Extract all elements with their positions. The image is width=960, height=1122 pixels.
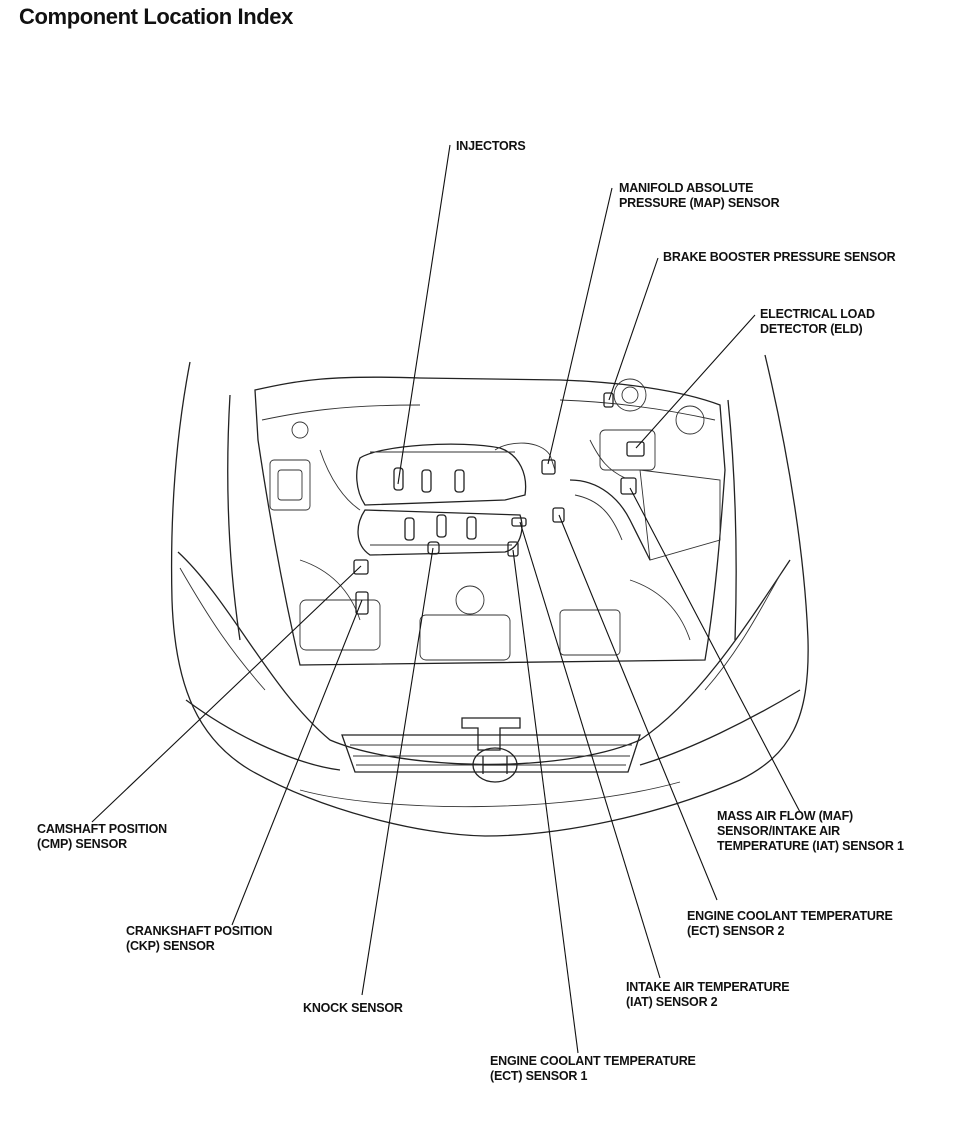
cmp-sensor-marker bbox=[353, 559, 369, 575]
ckp-sensor-marker bbox=[355, 591, 369, 615]
ect-sensor-2-marker bbox=[552, 507, 565, 523]
injector-group bbox=[393, 467, 477, 541]
leader-ect1 bbox=[512, 549, 579, 1054]
injector-2 bbox=[421, 469, 432, 493]
injector-4 bbox=[404, 517, 415, 541]
page-title: Component Location Index bbox=[19, 4, 293, 29]
label-mass-air-flow-sensor: MASS AIR FLOW (MAF) SENSOR/INTAKE AIR TE… bbox=[717, 809, 904, 853]
engine-compartment bbox=[254, 376, 726, 666]
leader-cmp bbox=[91, 565, 362, 823]
eld-marker bbox=[626, 441, 645, 457]
leader-injectors bbox=[397, 144, 451, 485]
iat-sensor-2-marker bbox=[511, 517, 527, 527]
label-map-sensor: MANIFOLD ABSOLUTE PRESSURE (MAP) SENSOR bbox=[619, 181, 780, 210]
car-body-outline bbox=[170, 354, 809, 837]
ect-sensor-1-marker bbox=[507, 541, 519, 557]
label-injectors: INJECTORS bbox=[456, 139, 526, 153]
injector-5 bbox=[436, 514, 447, 538]
leader-knock bbox=[361, 547, 434, 996]
label-electrical-load-detector: ELECTRICAL LOAD DETECTOR (ELD) bbox=[760, 307, 875, 336]
injector-3 bbox=[454, 469, 465, 493]
injector-1 bbox=[393, 467, 404, 491]
label-camshaft-position-sensor: CAMSHAFT POSITION (CMP) SENSOR bbox=[37, 822, 167, 851]
leader-ect2 bbox=[558, 514, 718, 901]
intake-manifold bbox=[356, 442, 556, 556]
label-ect-sensor-2: ENGINE COOLANT TEMPERATURE (ECT) SENSOR … bbox=[687, 909, 893, 938]
leader-eld bbox=[635, 314, 756, 449]
leader-maf bbox=[629, 487, 801, 813]
leader-iat2 bbox=[519, 521, 661, 979]
front-grille bbox=[341, 717, 641, 783]
injector-6 bbox=[466, 516, 477, 540]
leader-lines bbox=[91, 144, 801, 1054]
leader-brake-booster bbox=[608, 257, 659, 401]
leader-ckp bbox=[231, 599, 363, 926]
label-brake-booster-pressure-sensor: BRAKE BOOSTER PRESSURE SENSOR bbox=[663, 250, 896, 264]
leader-map bbox=[547, 187, 613, 465]
label-ect-sensor-1: ENGINE COOLANT TEMPERATURE (ECT) SENSOR … bbox=[490, 1054, 696, 1083]
label-iat-sensor-2: INTAKE AIR TEMPERATURE (IAT) SENSOR 2 bbox=[626, 980, 790, 1009]
knock-sensor-marker bbox=[427, 541, 440, 555]
label-knock-sensor: KNOCK SENSOR bbox=[303, 1001, 403, 1015]
brake-booster-sensor-marker bbox=[603, 392, 614, 408]
label-crankshaft-position-sensor: CRANKSHAFT POSITION (CKP) SENSOR bbox=[126, 924, 273, 953]
maf-sensor-marker bbox=[620, 477, 637, 495]
